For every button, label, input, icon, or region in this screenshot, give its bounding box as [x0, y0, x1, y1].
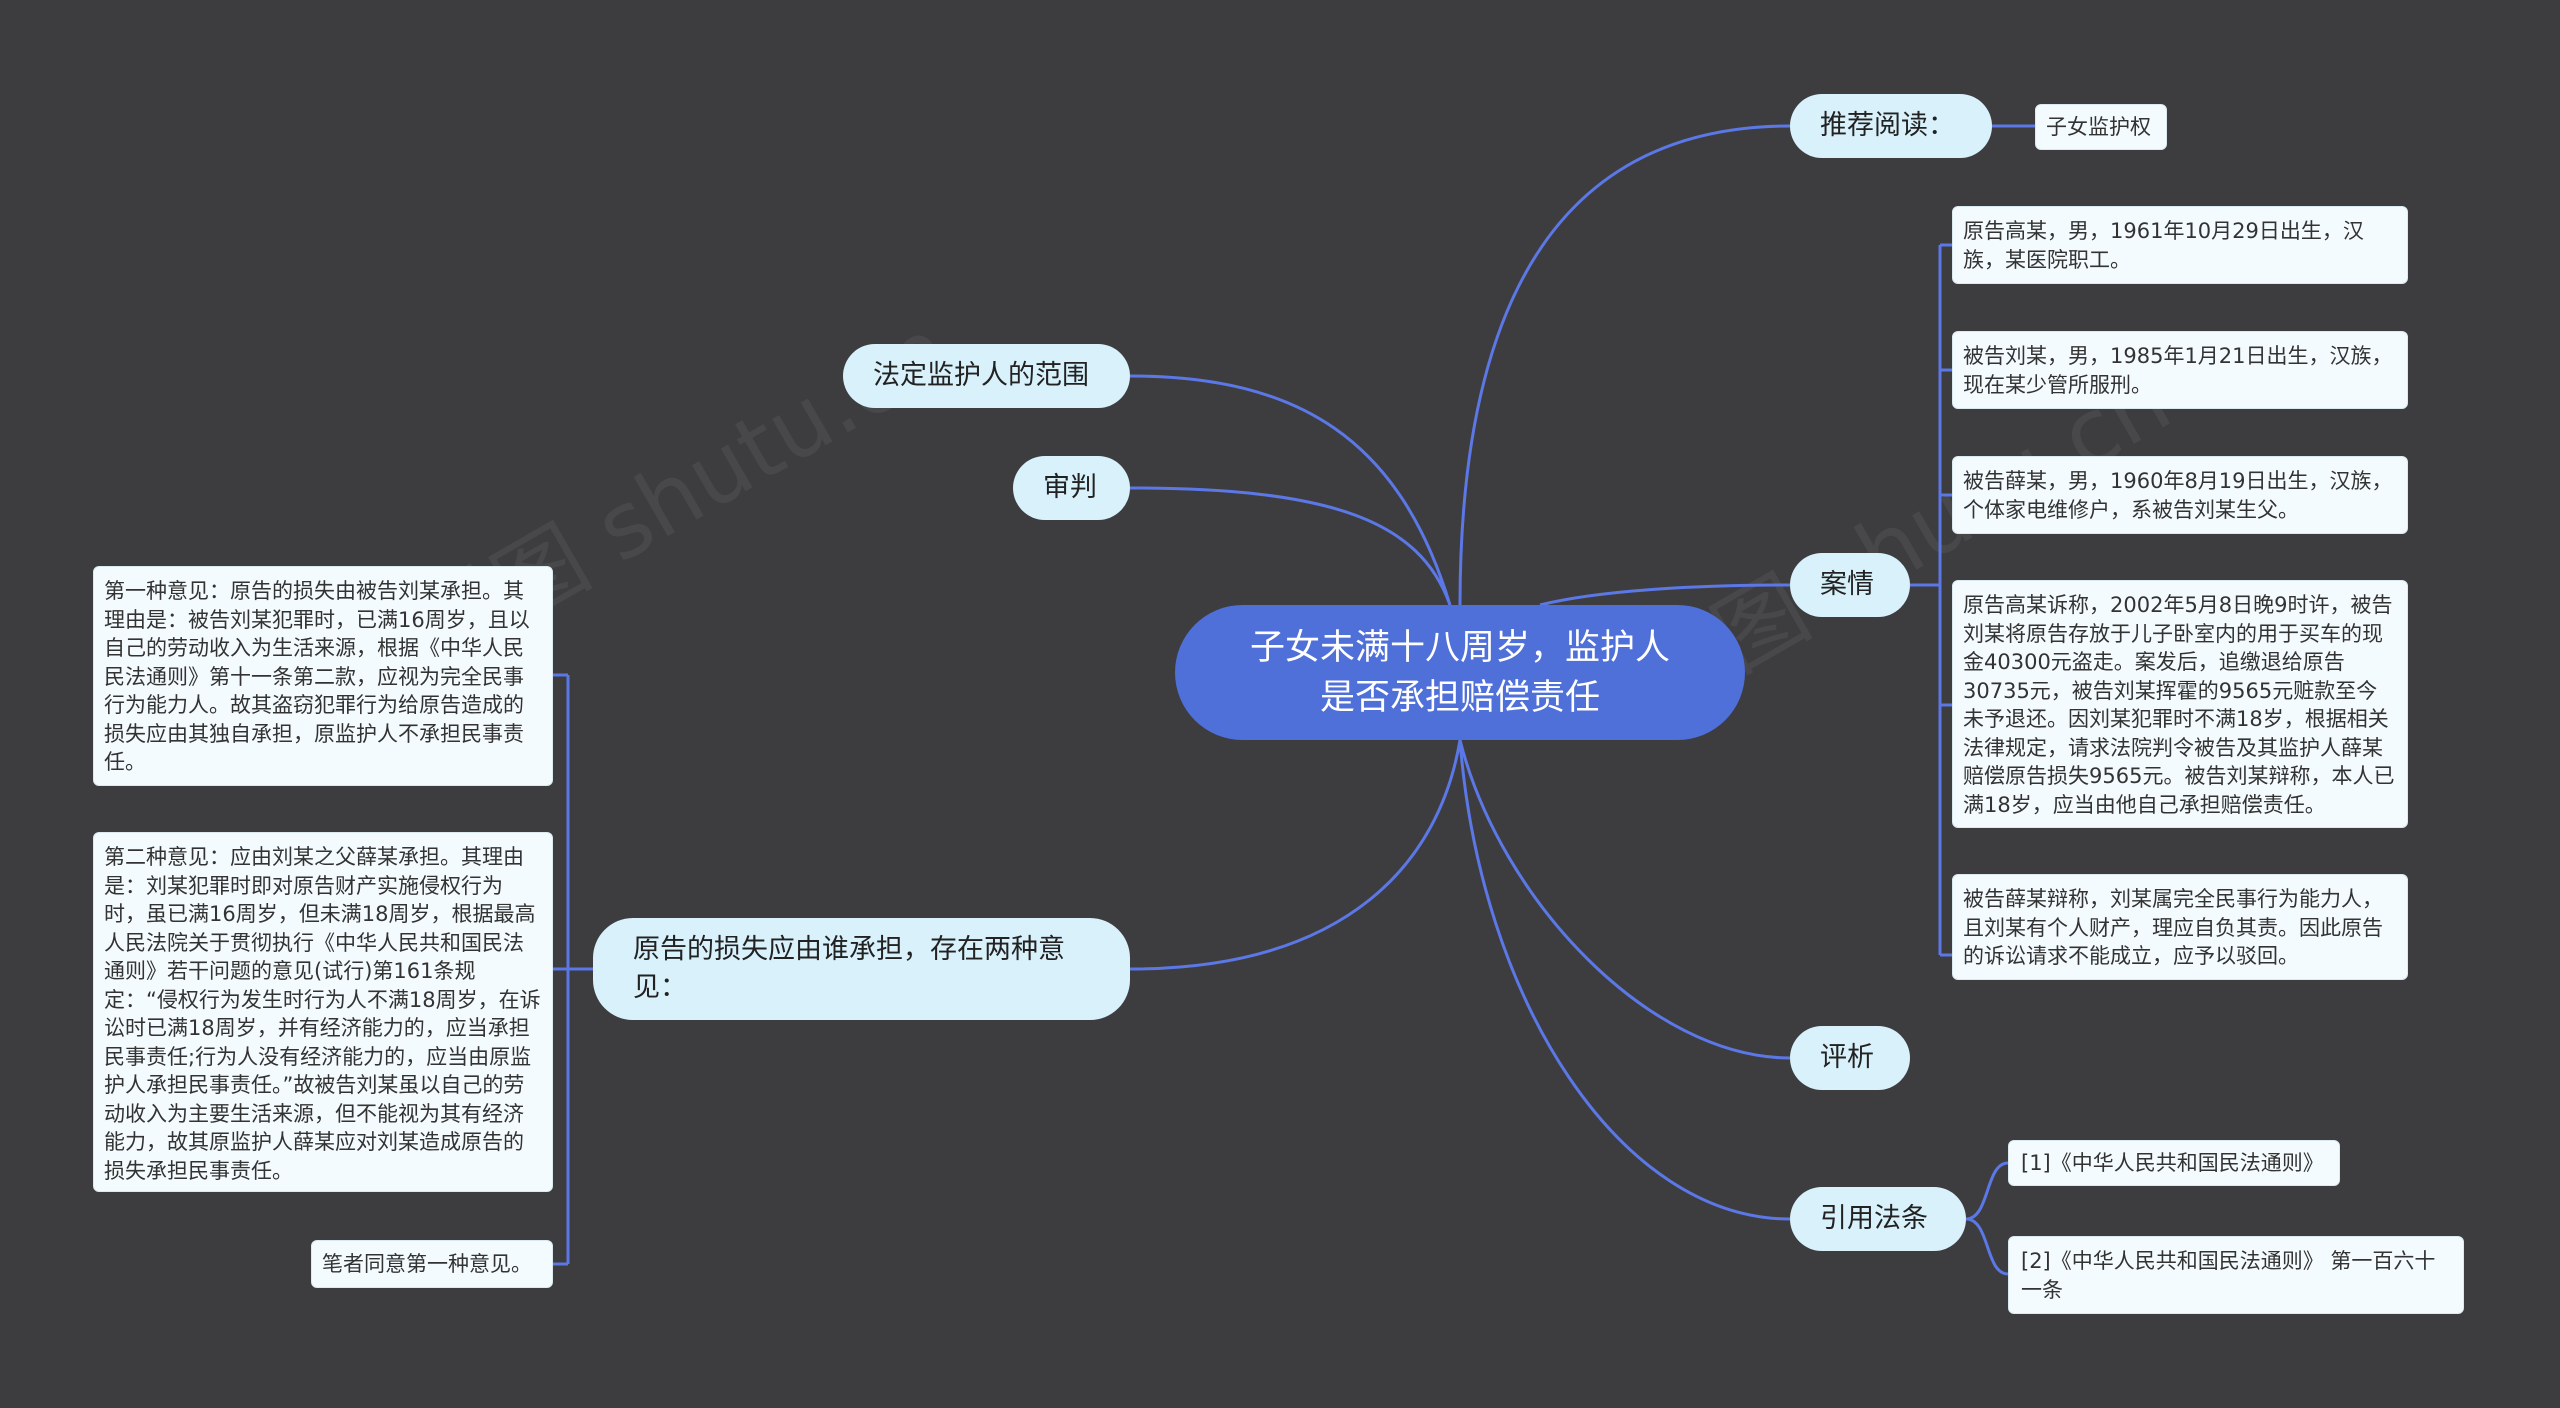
law-leaf-2-text: [2]《中华人民共和国民法通则》 第一百六十一条 — [2021, 1249, 2436, 1302]
branch-loss-label: 原告的损失应由谁承担，存在两种意见： — [633, 934, 1065, 1003]
law-leaf-2[interactable]: [2]《中华人民共和国民法通则》 第一百六十一条 — [2008, 1236, 2464, 1314]
branch-laws-label: 引用法条 — [1820, 1203, 1928, 1234]
link-root-trial — [1129, 486, 1452, 606]
branch-case-label: 案情 — [1820, 569, 1874, 600]
link-root-analysis — [1458, 739, 1791, 1060]
case-leaf-1[interactable]: 原告高某，男，1961年10月29日出生，汉族，某医院职工。 — [1952, 206, 2408, 284]
loss-leaf-3[interactable]: 笔者同意第一种意见。 — [311, 1240, 553, 1288]
branch-case[interactable]: 案情 — [1790, 553, 1910, 617]
case-leaf-3[interactable]: 被告薛某，男，1960年8月19日出生，汉族，个体家电维修户，系被告刘某生父。 — [1952, 456, 2408, 534]
link-laws-leaves — [1965, 1161, 2009, 1276]
branch-loss[interactable]: 原告的损失应由谁承担，存在两种意见： — [593, 918, 1130, 1020]
case-leaf-2[interactable]: 被告刘某，男，1985年1月21日出生，汉族，现在某少管所服刑。 — [1952, 331, 2408, 409]
loss-leaf-1-text: 第一种意见：原告的损失由被告刘某承担。其理由是：被告刘某犯罪时，已满16周岁，且… — [104, 579, 530, 774]
case-leaf-4[interactable]: 原告高某诉称，2002年5月8日晚9时许，被告刘某将原告存放于儿子卧室内的用于买… — [1952, 580, 2408, 828]
loss-leaf-2-text: 第二种意见：应由刘某之父薛某承担。其理由是：刘某犯罪时即对原告财产实施侵权行为时… — [104, 845, 541, 1183]
branch-laws[interactable]: 引用法条 — [1790, 1187, 1966, 1251]
branch-recommend-label: 推荐阅读： — [1820, 110, 1955, 141]
case-leaf-4-text: 原告高某诉称，2002年5月8日晚9时许，被告刘某将原告存放于儿子卧室内的用于买… — [1963, 593, 2395, 817]
root-topic[interactable]: 子女未满十八周岁，监护人是否承担赔偿责任 — [1175, 605, 1745, 740]
link-root-scope — [1129, 374, 1452, 606]
case-leaf-2-text: 被告刘某，男，1985年1月21日出生，汉族，现在某少管所服刑。 — [1963, 344, 2393, 397]
branch-analysis-label: 评析 — [1820, 1042, 1874, 1073]
branch-analysis[interactable]: 评析 — [1790, 1026, 1910, 1090]
link-loss-leaves — [553, 673, 593, 1266]
branch-trial-label: 审判 — [1043, 472, 1097, 503]
case-leaf-3-text: 被告薛某，男，1960年8月19日出生，汉族，个体家电维修户，系被告刘某生父。 — [1963, 469, 2393, 522]
root-topic-label: 子女未满十八周岁，监护人是否承担赔偿责任 — [1249, 627, 1670, 718]
link-root-loss — [1129, 739, 1462, 971]
law-leaf-1[interactable]: [1]《中华人民共和国民法通则》 — [2008, 1140, 2340, 1186]
link-root-laws — [1458, 739, 1791, 1221]
case-leaf-1-text: 原告高某，男，1961年10月29日出生，汉族，某医院职工。 — [1963, 219, 2364, 272]
law-leaf-1-text: [1]《中华人民共和国民法通则》 — [2021, 1151, 2324, 1175]
loss-leaf-2[interactable]: 第二种意见：应由刘某之父薛某承担。其理由是：刘某犯罪时即对原告财产实施侵权行为时… — [93, 832, 553, 1192]
loss-leaf-3-text: 笔者同意第一种意见。 — [322, 1252, 532, 1276]
branch-scope[interactable]: 法定监护人的范围 — [843, 344, 1130, 408]
case-leaf-5-text: 被告薛某辩称，刘某属完全民事行为能力人，且刘某有个人财产，理应自负其责。因此原告… — [1963, 887, 2383, 968]
leaf-recommend-1-text: 子女监护权 — [2046, 115, 2151, 139]
link-root-recommend — [1458, 124, 1791, 606]
leaf-recommend-1[interactable]: 子女监护权 — [2035, 104, 2167, 150]
link-case-leaves — [1910, 243, 1952, 957]
case-leaf-5[interactable]: 被告薛某辩称，刘某属完全民事行为能力人，且刘某有个人财产，理应自负其责。因此原告… — [1952, 874, 2408, 980]
branch-trial[interactable]: 审判 — [1013, 456, 1130, 520]
loss-leaf-1[interactable]: 第一种意见：原告的损失由被告刘某承担。其理由是：被告刘某犯罪时，已满16周岁，且… — [93, 566, 553, 786]
branch-scope-label: 法定监护人的范围 — [873, 360, 1089, 391]
branch-recommend[interactable]: 推荐阅读： — [1790, 94, 1992, 158]
